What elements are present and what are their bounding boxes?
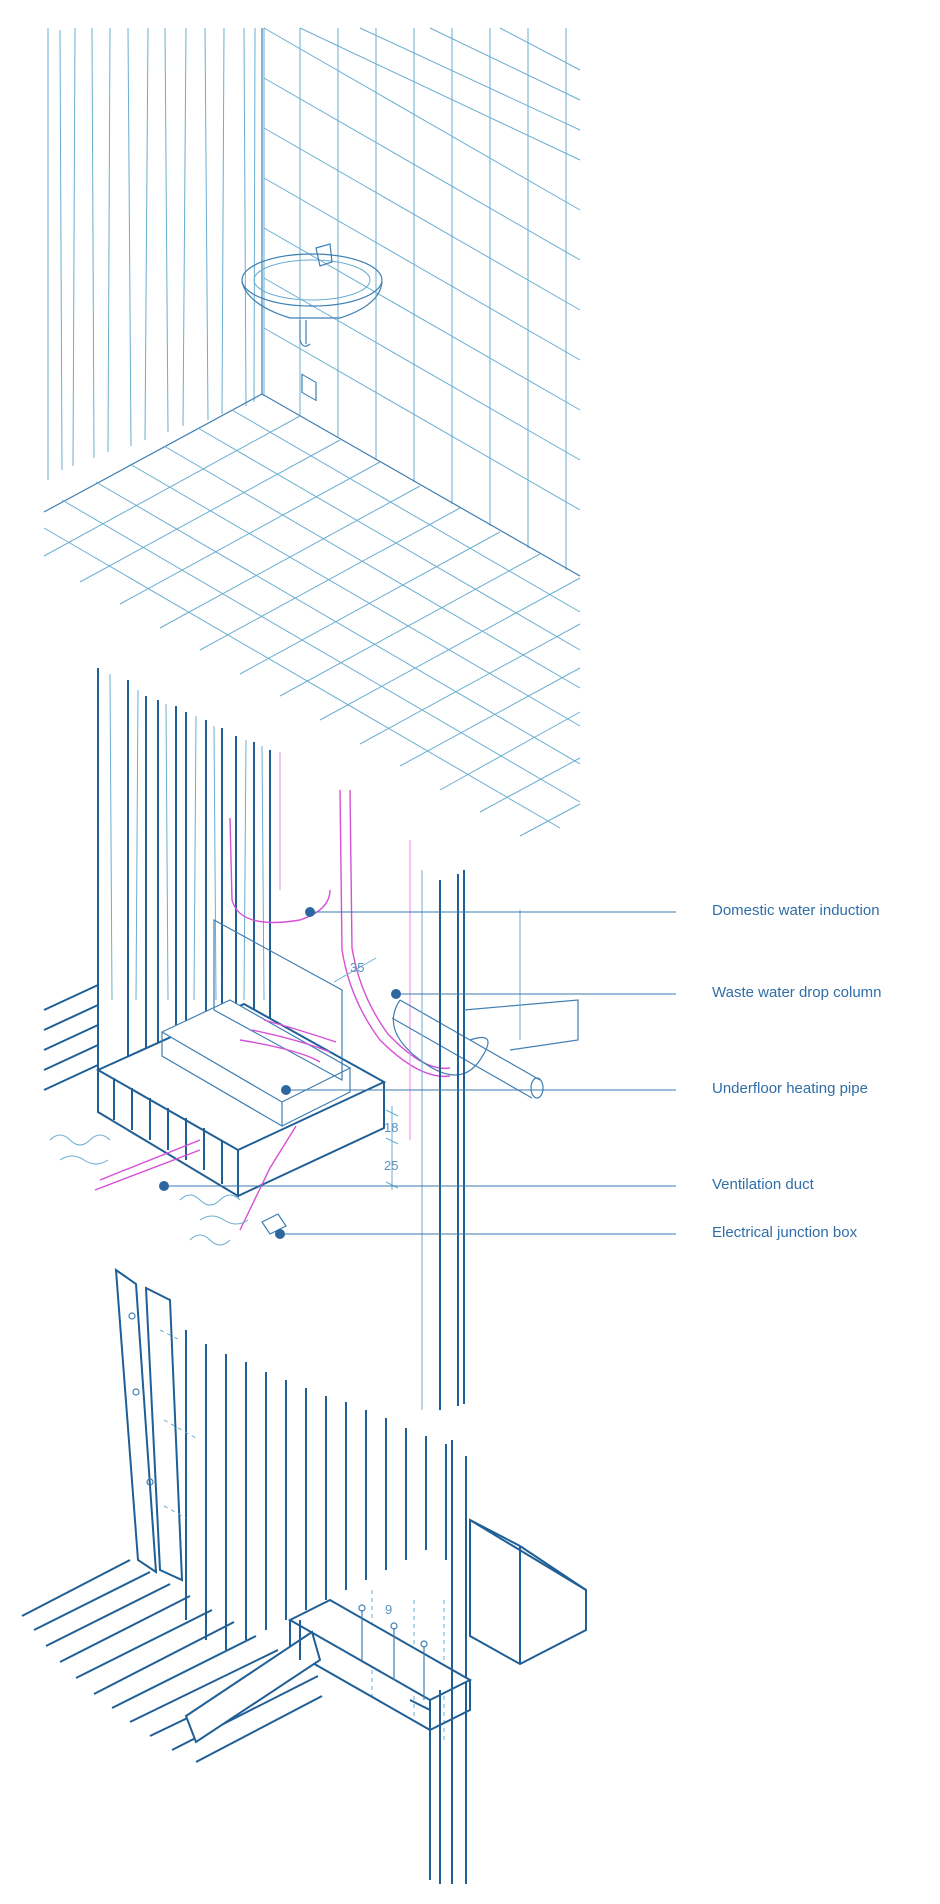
dimension-marks	[333, 957, 399, 1190]
dimension-35: 35	[350, 960, 364, 975]
floor-joist	[469, 1518, 587, 1666]
central-beam	[287, 1598, 473, 1732]
ground-speckle	[49, 1134, 249, 1246]
label-electrical-junction-box: Electrical junction box	[712, 1224, 858, 1241]
structure-view: 9	[21, 1267, 587, 1884]
lower-boards	[185, 1330, 467, 1884]
label-underfloor-heating-pipe: Underfloor heating pipe	[712, 1080, 868, 1097]
heating-tray	[160, 918, 352, 1128]
left-wall-panels	[47, 27, 256, 480]
floor-tiles	[43, 409, 581, 837]
label-domestic-water-induction: Domestic water induction	[712, 902, 880, 919]
services-view: 35 18 25	[43, 668, 579, 1410]
waste-pipe	[391, 999, 544, 1099]
tilted-panel	[114, 1267, 184, 1582]
room-corner	[43, 28, 581, 577]
dot-domestic-water	[305, 907, 315, 917]
lower-floor-slats	[21, 1559, 323, 1763]
board-faces	[109, 673, 265, 1001]
dot-ventilation	[159, 1181, 169, 1191]
dot-junction-box	[275, 1229, 285, 1239]
right-wall-tiles	[263, 27, 581, 570]
dot-heating-pipe	[281, 1085, 291, 1095]
diagonal-brace	[184, 1620, 322, 1744]
label-waste-water-drop-column: Waste water drop column	[712, 984, 882, 1001]
dot-waste-water	[391, 989, 401, 999]
service-pipes	[94, 752, 451, 1231]
tall-post	[409, 1440, 453, 1884]
bathroom-view	[43, 27, 581, 837]
left-slats	[43, 984, 99, 1091]
dimension-18: 18	[384, 1120, 398, 1135]
callout-leaders	[159, 907, 676, 1239]
label-ventilation-duct: Ventilation duct	[712, 1176, 814, 1193]
junction-box	[261, 1213, 287, 1235]
structure-post	[421, 870, 579, 1410]
dimension-9: 9	[385, 1602, 392, 1617]
dimension-25: 25	[384, 1158, 398, 1173]
washbasin	[241, 243, 383, 402]
